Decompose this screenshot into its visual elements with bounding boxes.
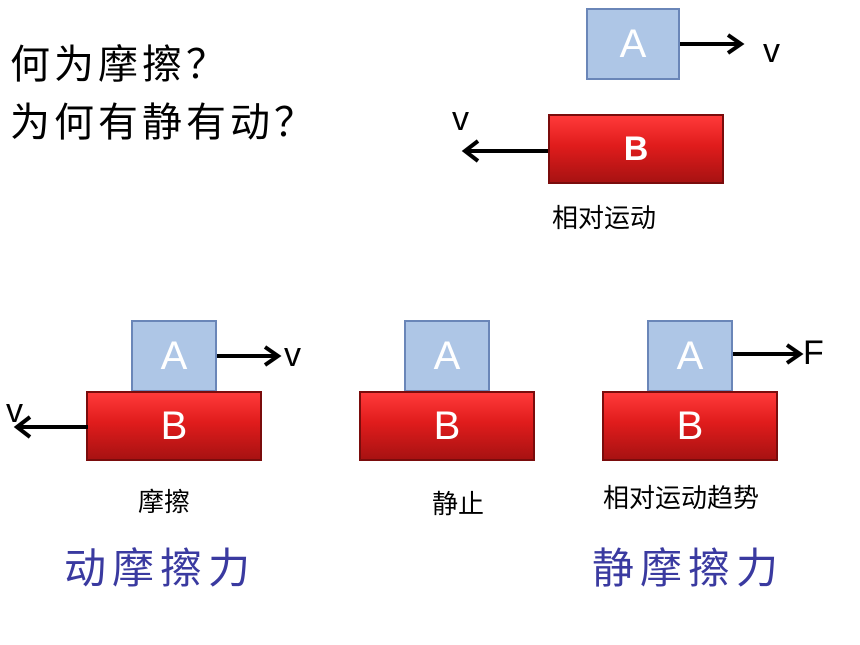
- force-arrow-right: [733, 343, 804, 365]
- force-label: F: [803, 334, 824, 372]
- kinetic-friction-label: 动摩擦力: [64, 544, 257, 593]
- static-friction-label: 静摩擦力: [592, 544, 785, 593]
- block-b: B: [602, 391, 778, 461]
- caption-friction: 摩擦: [138, 488, 191, 518]
- velocity-label: v: [284, 336, 301, 374]
- block-a: A: [586, 8, 680, 80]
- question-what-is-friction: 何为摩擦？: [10, 42, 230, 88]
- caption-rest: 静止: [432, 490, 485, 520]
- caption-relative-motion: 相对运动: [552, 204, 657, 234]
- velocity-label: v: [763, 32, 780, 70]
- caption-motion-tendency: 相对运动趋势: [603, 484, 760, 514]
- block-a: A: [131, 320, 217, 392]
- velocity-arrow-right: [217, 345, 282, 367]
- block-b: B: [359, 391, 535, 461]
- block-b: B: [86, 391, 262, 461]
- block-b: B: [548, 114, 724, 184]
- block-a: A: [647, 320, 733, 392]
- velocity-arrow-right: [680, 33, 745, 55]
- block-a: A: [404, 320, 490, 392]
- velocity-label: v: [6, 392, 23, 430]
- velocity-arrow-left: [13, 415, 88, 439]
- velocity-label: v: [452, 100, 469, 138]
- velocity-arrow-left: [461, 139, 550, 163]
- question-static-vs-kinetic: 为何有静有动？: [10, 100, 318, 146]
